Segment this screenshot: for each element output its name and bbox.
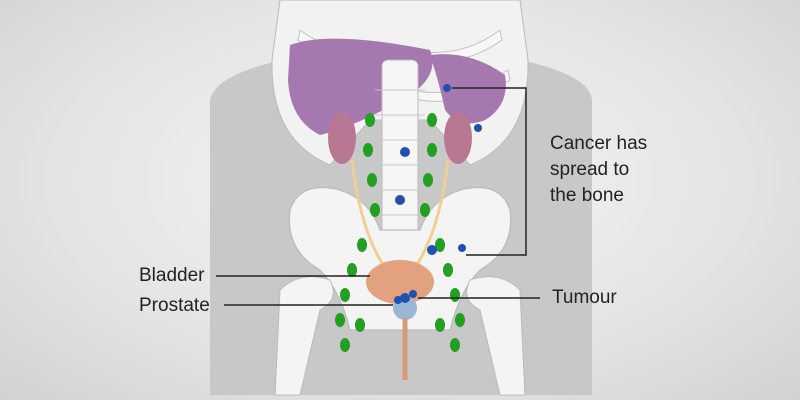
callout-lines: [216, 87, 540, 306]
right-ureter: [413, 159, 450, 269]
spread-callout-line: [452, 87, 527, 256]
spine: [381, 59, 419, 241]
left-ureter: [350, 159, 387, 269]
left-kidney: [328, 112, 356, 164]
bone-spread-label: Cancer has spread to the bone: [550, 131, 647, 209]
lymph-nodes: [335, 113, 465, 352]
vertebrae: [375, 89, 425, 216]
bone-spread-label-line: Cancer has: [550, 133, 648, 154]
right-kidney: [444, 112, 472, 164]
tumour-label: Tumour: [552, 287, 617, 308]
tumour: [394, 290, 417, 304]
bone-spread-label-line: the bone: [550, 185, 624, 206]
bone-spread-label-line: spread to: [550, 159, 630, 180]
bladder-label: Bladder: [139, 265, 205, 286]
cancer-spread: [395, 84, 482, 255]
bladder: [366, 260, 434, 304]
right-femur: [466, 276, 526, 396]
prostate-label: Prostate: [139, 295, 210, 316]
left-femur: [274, 276, 334, 396]
